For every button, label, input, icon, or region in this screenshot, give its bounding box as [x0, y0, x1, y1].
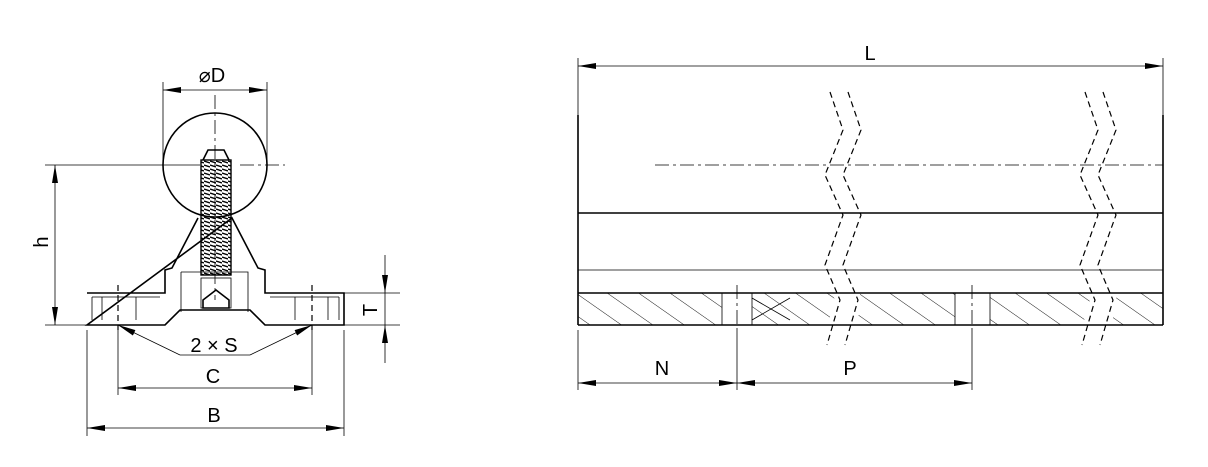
screw	[200, 159, 232, 276]
cross-section-view: ⌀D h T 2 × S C B	[31, 65, 400, 436]
label-height: h	[31, 236, 53, 247]
break-line	[824, 91, 844, 346]
label-end-offset: N	[655, 358, 669, 380]
label-thickness: T	[360, 304, 382, 316]
side-view: L N P	[577, 43, 1164, 390]
label-length: L	[864, 43, 875, 65]
countersink	[751, 297, 791, 321]
hatched-section	[990, 293, 1163, 325]
break-line	[842, 91, 862, 346]
break-line	[1097, 91, 1117, 346]
break-line	[1079, 91, 1099, 346]
screw-head	[200, 277, 232, 309]
leader-line	[249, 324, 313, 356]
hole-edges	[721, 293, 991, 325]
nut	[202, 288, 230, 309]
label-screws: 2 × S	[190, 335, 237, 357]
leader-line	[117, 324, 181, 356]
hatched-section	[578, 293, 722, 325]
label-hole-spacing: C	[206, 366, 220, 388]
screw-tip	[202, 149, 230, 161]
label-base-width: B	[207, 405, 220, 427]
label-pitch: P	[843, 358, 856, 380]
label-diameter: ⌀D	[199, 65, 225, 87]
support-inner-lines	[91, 271, 340, 320]
